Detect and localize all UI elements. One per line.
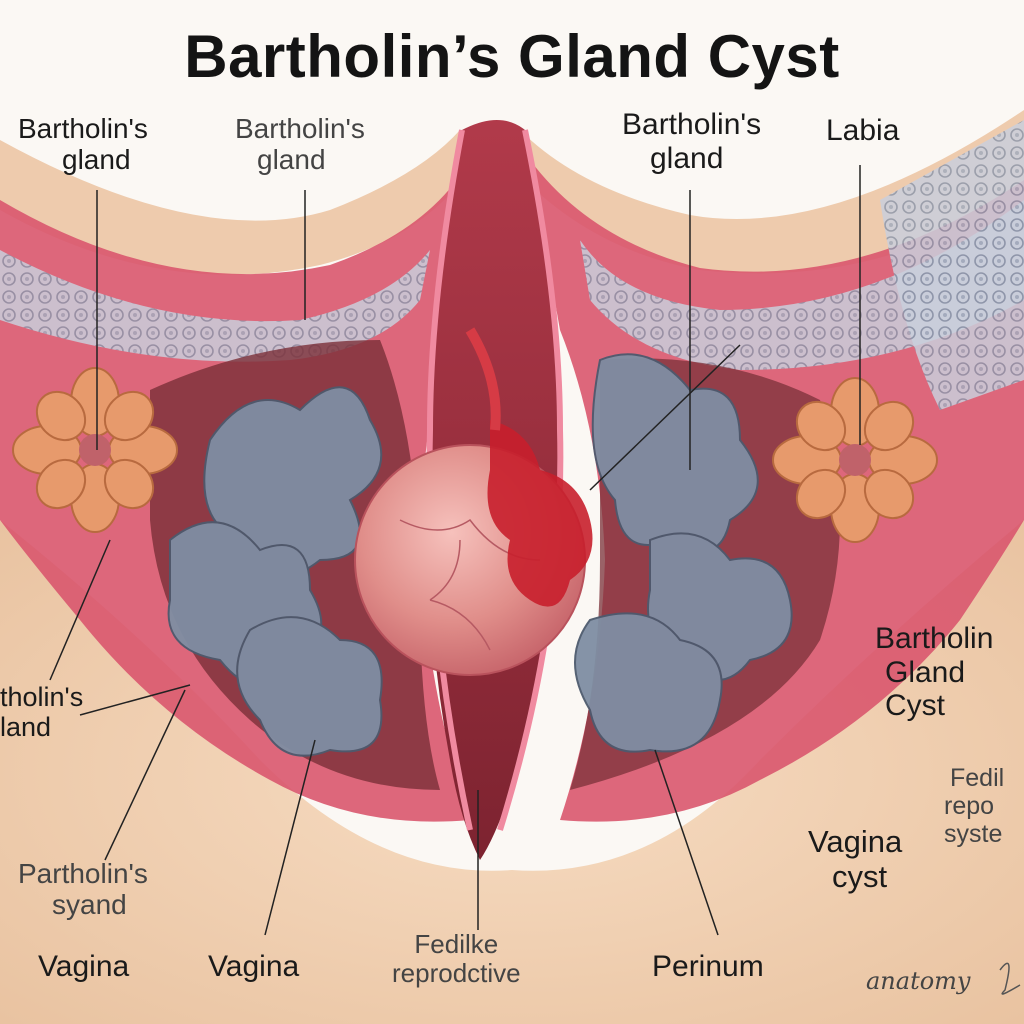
left-bartholin-gland [12,367,178,533]
inflamed-tissue [487,420,593,607]
page-title: Bartholin’s Gland Cyst [184,23,840,90]
right-bartholin-gland [772,377,938,543]
duct [465,327,501,431]
label-labia: Labia [826,114,900,147]
label-vagina-bottom-left: Vagina [38,950,130,983]
skin-upper-left [0,130,470,275]
leader-lines [49,165,861,936]
right-lobules [574,353,793,753]
label-perineum: Perinum [652,950,764,983]
left-cell-band [0,250,430,362]
label-vagina-bottom-center: Vagina [208,950,300,983]
label-signature: anatomy [866,967,971,995]
channel-wall-left [426,129,473,831]
right-cell-block [880,120,1024,410]
skin-surface [0,520,1024,1024]
left-lobules [167,386,383,757]
signature-flourish [999,962,1021,995]
channel-wall-right [497,129,564,831]
